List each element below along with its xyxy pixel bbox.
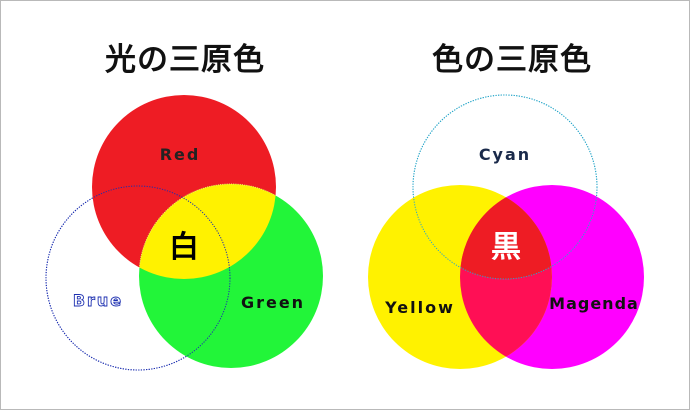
label-blue: Brue: [73, 291, 123, 310]
additive-venn: Red Brue Green 白: [45, 95, 323, 371]
title-color-primaries: 色の三原色: [432, 42, 592, 78]
blue-circle-outline: [45, 185, 231, 371]
cyan-circle-outline: [412, 94, 598, 280]
subtractive-venn: Cyan Yellow Magenda 黒: [368, 94, 644, 369]
center-black-region: [460, 185, 552, 279]
title-light-primaries: 光の三原色: [105, 42, 265, 78]
label-black-center: 黒: [491, 230, 521, 265]
label-magenta: Magenda: [549, 294, 639, 313]
label-yellow: Yellow: [384, 298, 455, 317]
label-red: Red: [160, 145, 201, 164]
label-cyan: Cyan: [479, 145, 531, 164]
label-white-center: 白: [169, 230, 199, 265]
label-green: Green: [241, 293, 305, 312]
